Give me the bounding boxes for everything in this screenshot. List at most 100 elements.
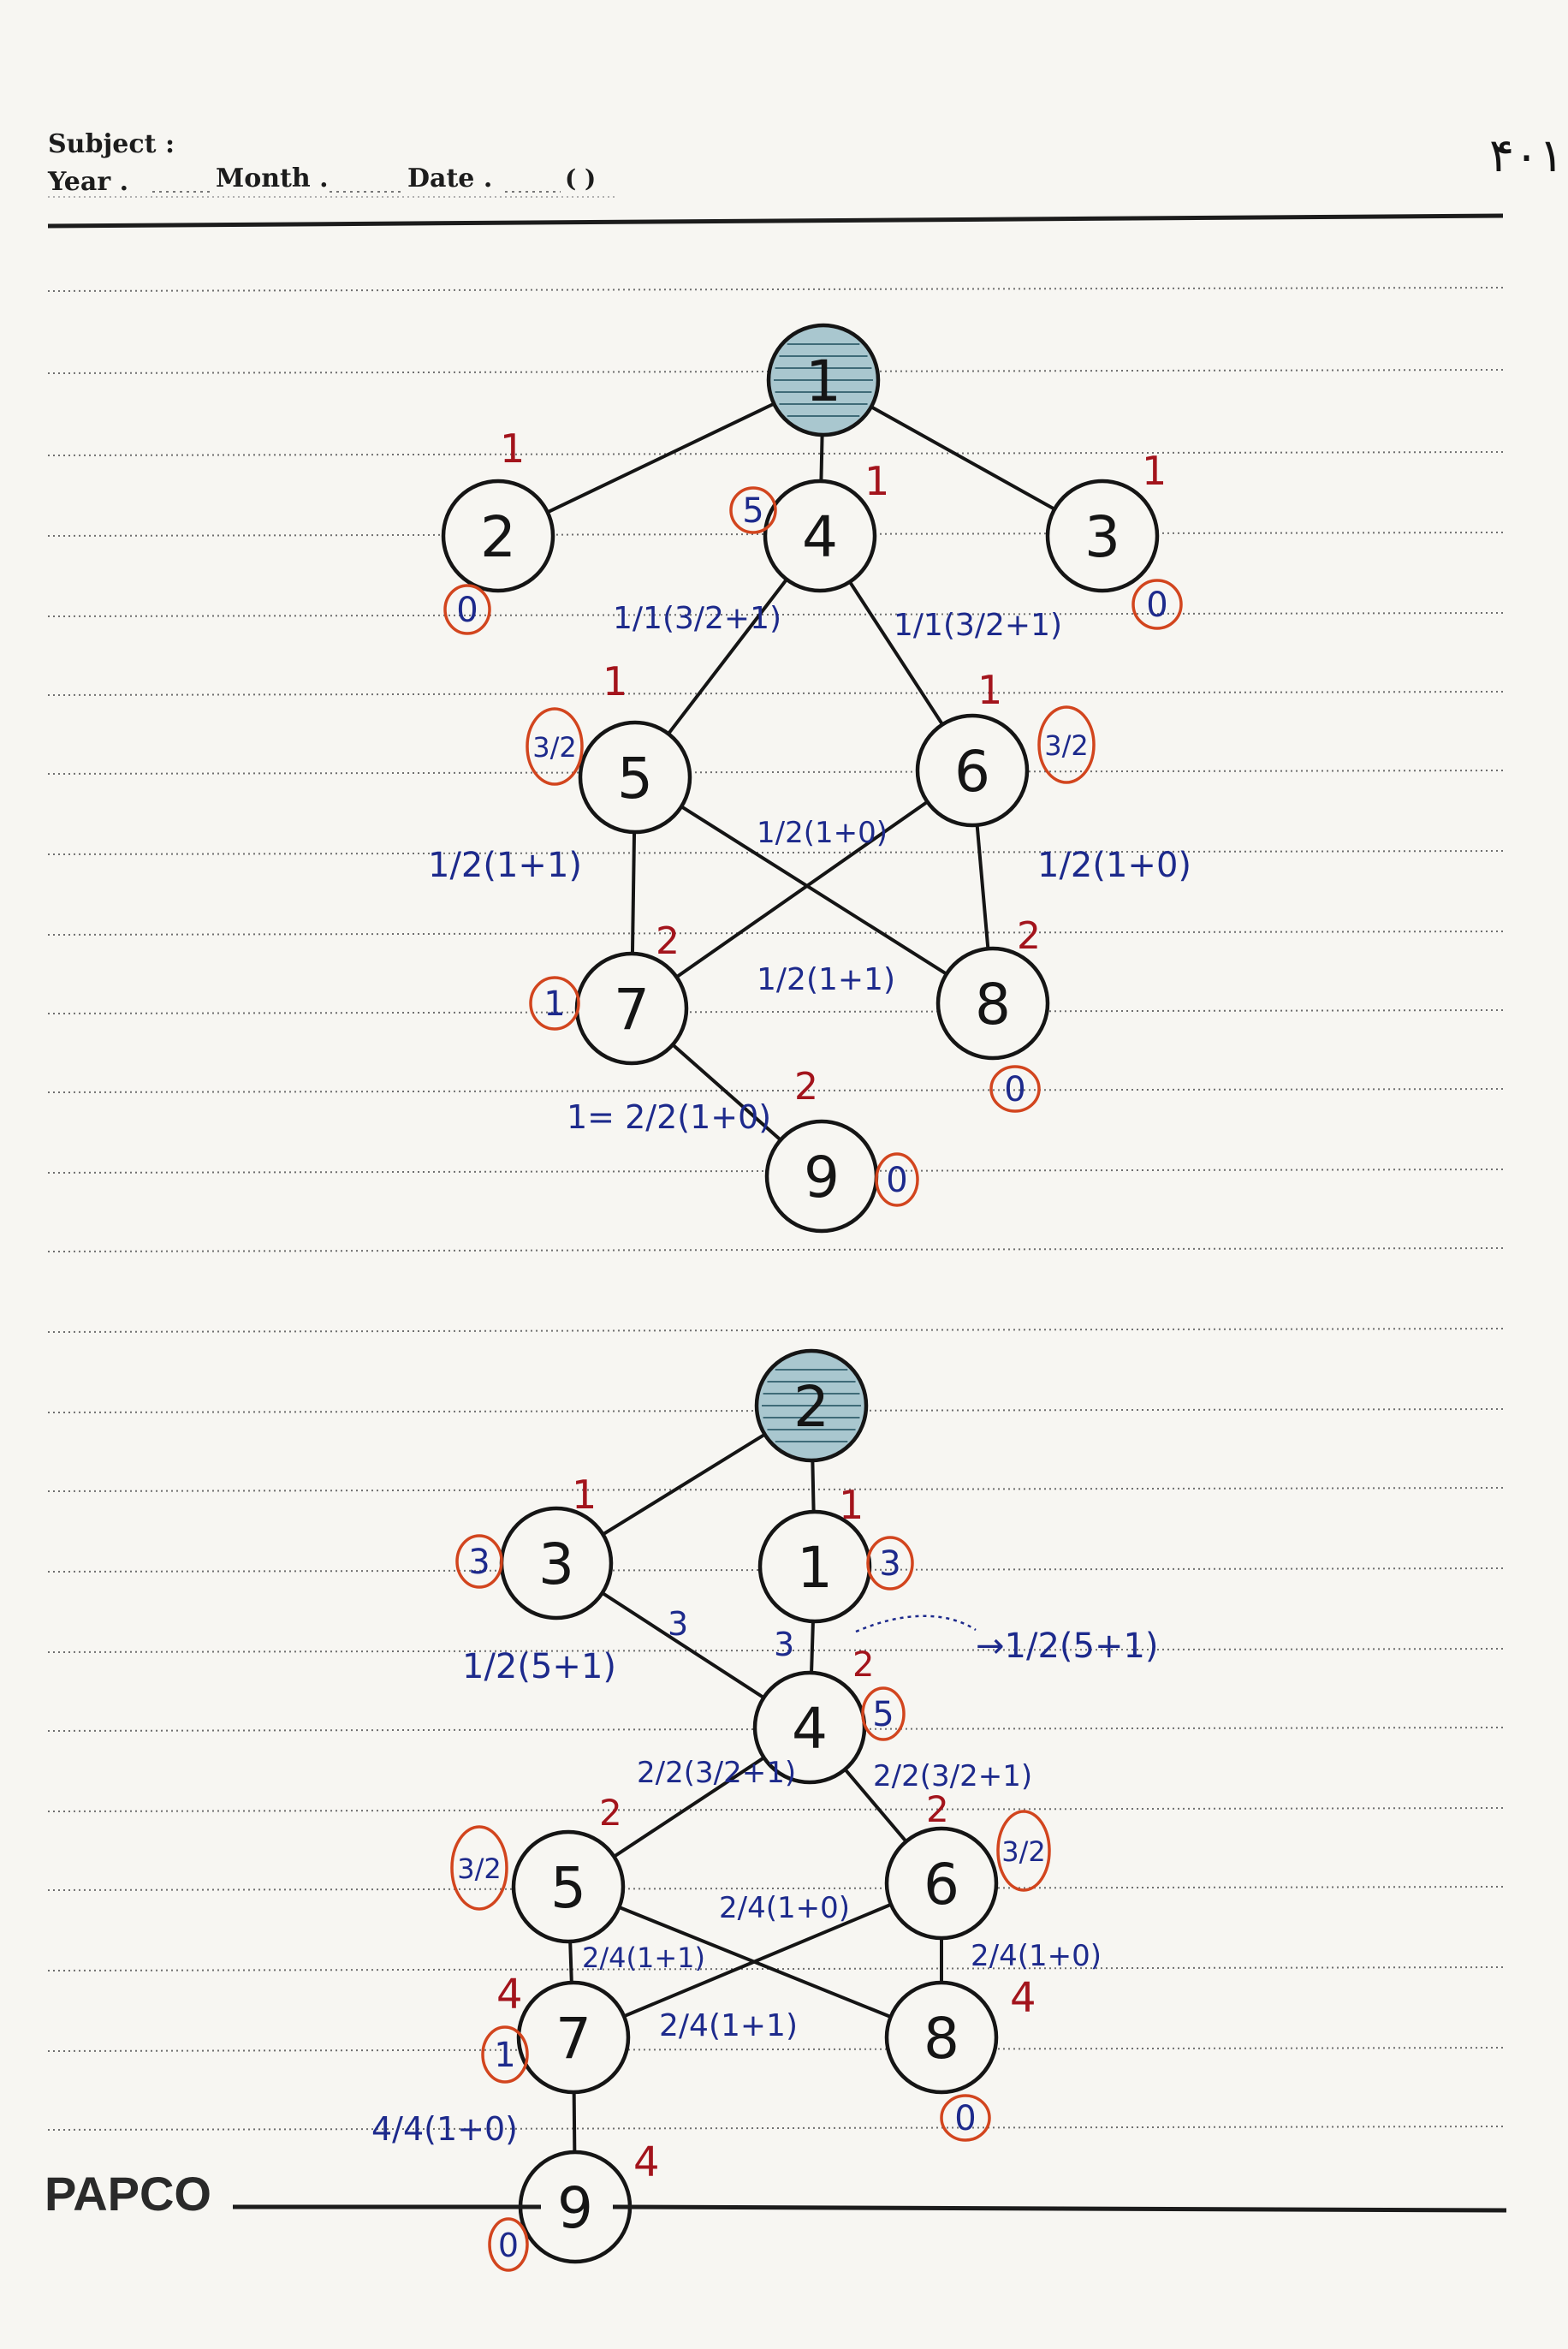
node-circle [578,720,692,835]
circled-text: 0 [498,2227,519,2264]
node-label: 7 [614,977,650,1043]
circled-text: 0 [954,2099,976,2138]
node-8: 8 [884,1980,999,2095]
circled-value-9: 0 [875,1152,919,1207]
ruled-lines [47,287,1504,2131]
ruled-line [47,1169,1504,1174]
red-label-5: 2 [599,1792,622,1834]
node-label: 4 [792,1696,828,1762]
date-label: Date . [407,164,492,193]
node-circle [915,713,1030,828]
red-label-8: 4 [1010,1974,1036,2022]
circled-value-4: 5 [861,1686,906,1741]
red-label-4: 1 [864,458,889,504]
circled-text: 3/2 [1044,729,1089,762]
ruled-line [47,1328,1504,1333]
edge-label-5-7: 2/4(1+1) [582,1942,705,1974]
year-label: Year . [47,167,128,197]
red-label-5: 1 [603,658,627,705]
edge-label-4-6: 1/1(3/2+1) [894,608,1062,643]
orange-circle [1131,579,1183,630]
orange-circle [875,1152,919,1207]
edge-label-5-8: 2/4(1+0) [719,1891,850,1925]
node-label: 9 [804,1145,840,1210]
node-circle [884,1826,999,1941]
header-rule [47,213,1504,229]
orange-circle [450,1825,508,1911]
ruled-line [47,1966,1504,1971]
circled-value-1: 3 [866,1536,914,1591]
page-footer: PAPCO [45,2167,1507,2221]
node-7: 7 [516,1980,631,2095]
red-label-7: 4 [496,1971,523,2019]
ruled-line [47,1807,1504,1812]
ruled-line [47,369,1504,374]
orange-circle [861,1686,906,1741]
red-label-3: 1 [1142,448,1167,494]
orange-circle [989,1065,1041,1113]
ruled-line [47,931,1504,936]
node-circle [516,1980,631,2095]
node-3: 3 [499,1506,614,1621]
red-label-2: 1 [500,425,525,472]
node-5: 5 [511,1829,626,1944]
ruled-line [47,691,1504,696]
circled-value-6: 3/2 [996,1810,1051,1892]
orange-circle [940,2094,991,2142]
circled-text: 1 [543,984,565,1024]
circled-text: 5 [872,1695,894,1734]
circled-value-8: 0 [940,2094,991,2142]
circled-text: 5 [742,491,763,531]
node-label: 6 [954,739,990,805]
red-label-4: 2 [852,1645,874,1685]
circled-value-7: 1 [529,976,580,1031]
dashed-arrow-curve [855,1615,977,1633]
edge-label-5-7: 1/2(1+1) [428,846,582,885]
page-header: Subject : Year . Month . Date . ( ) محسن… [47,128,1568,229]
ruled-line [47,770,1504,775]
edge-label-6-8: 2/4(1+0) [971,1939,1102,1973]
ruled-line [47,287,1504,292]
edge-label-7-9: 1= 2/2(1+0) [567,1098,771,1136]
node-label: 8 [975,972,1011,1038]
node-circle [935,946,1050,1061]
node-1: 1 [757,1509,872,1624]
root-node-2: 2 [754,1348,869,1463]
node-5: 5 [578,720,692,835]
ruled-line [47,1567,1504,1573]
edge-6-7 [573,1882,942,2039]
node-2: 2 [441,479,555,593]
circled-value-5: 3/2 [526,707,584,786]
circled-text: 0 [1146,586,1167,625]
circled-value-6: 3/2 [1037,705,1096,784]
ruled-line [47,1886,1504,1891]
orange-circle [996,1810,1051,1892]
circled-text: 0 [1004,1070,1025,1109]
node-9: 9 [764,1119,879,1234]
red-label-3: 1 [572,1472,597,1518]
orange-circle [866,1536,914,1591]
red-label-8: 2 [1017,914,1041,958]
circled-text: 3 [879,1544,900,1584]
node-label: 2 [480,504,516,570]
circled-value-9: 0 [488,2217,529,2272]
ruled-line [47,850,1504,855]
ruled-line [47,2047,1504,2052]
orange-circle [1037,705,1096,784]
edge-label-6-7: 1/2(1+1) [757,962,895,997]
node-circle [511,1829,626,1944]
node-label: 5 [617,746,653,812]
author-handwriting: محسن عبادپور-۴۰۱۱۳۱۱۸۱۰ [1489,128,1568,182]
node-4: 4 [752,1670,867,1785]
orange-circle [443,584,491,635]
node-9: 9 [518,2150,633,2264]
node-label: 4 [802,504,838,570]
edge-label-3-4: 3 [668,1605,688,1643]
node-8: 8 [935,946,1050,1061]
edge-label-4-6: 2/2(3/2+1) [873,1759,1032,1793]
edge-label-6-8: 1/2(1+0) [1037,846,1191,885]
